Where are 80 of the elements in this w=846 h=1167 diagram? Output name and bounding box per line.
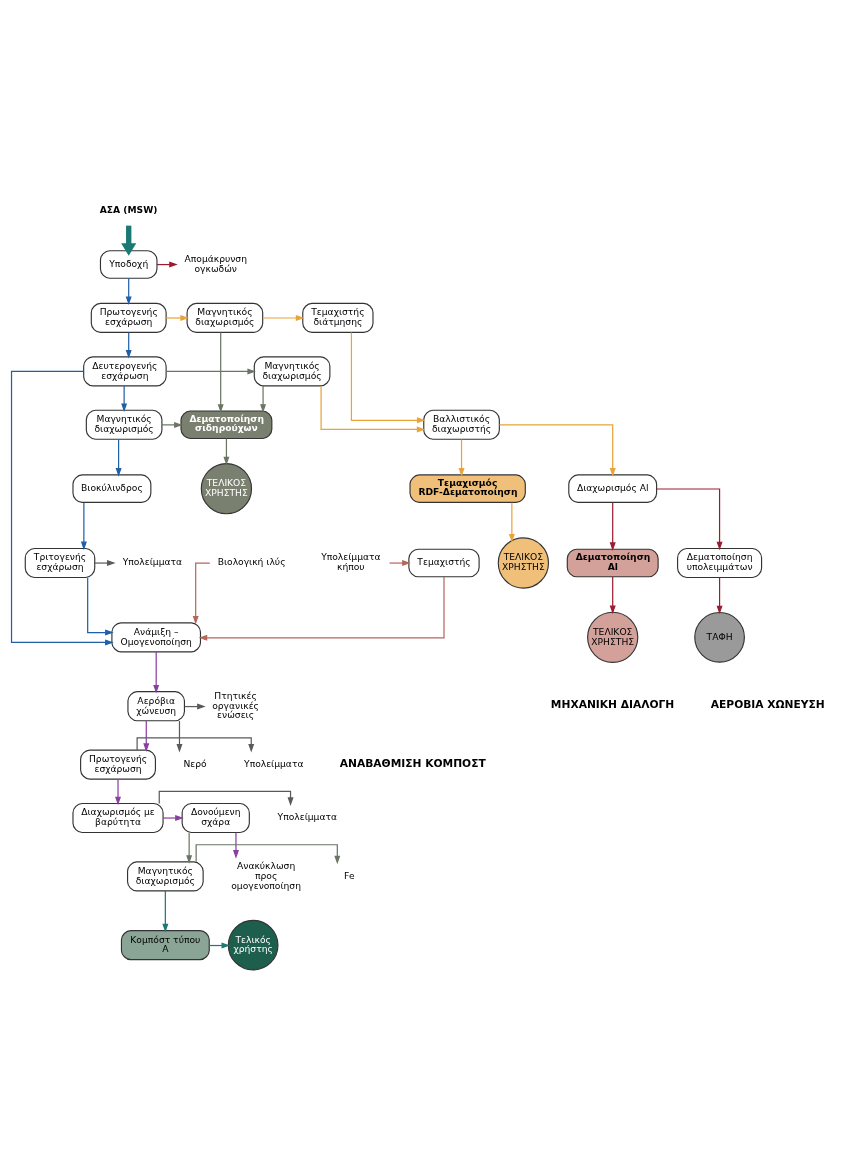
node-box: Υποδοχή: [99, 249, 158, 279]
node-box: Δεματοποίηση Al: [566, 548, 659, 577]
node-box: Μαγνητικός διαχωρισμός: [253, 355, 331, 386]
node-box: Δευτερογενής εσχάρωση: [83, 355, 167, 386]
label: ΑΕΡΟΒΙΑ ΧΩΝΕΥΣΗ: [710, 697, 825, 711]
node-box: Τεμαχιστής: [408, 548, 480, 577]
arrow: [350, 331, 426, 423]
node-box: Δεματοποίηση σιδηρούχων: [180, 409, 273, 439]
node-text: Υπολείμματα: [244, 757, 304, 769]
arrow: [153, 650, 160, 693]
arrow: [158, 790, 294, 806]
node-box: Τεμαχιστής διάτμησης: [302, 302, 374, 333]
node-text: Απομάκρυνση ογκωδών: [184, 252, 247, 274]
arrow: [388, 559, 411, 566]
arrow: [198, 576, 445, 641]
node-box: Αερόβια χώνευση: [127, 690, 185, 721]
node-text: Υπολείμματα: [122, 555, 183, 567]
arrow: [125, 331, 132, 359]
node-text: Υπολείμματα κήπου: [321, 550, 381, 572]
node-circle: ΤΕΛΙΚΟΣ ΧΡΗΣΤΗΣ: [497, 536, 550, 589]
node-box: Μαγνητικός διαχωρισμός: [127, 860, 204, 891]
arrow: [262, 314, 305, 321]
node-text: Πτητικές οργανικές ενώσεις: [212, 689, 259, 720]
arrow: [143, 719, 150, 752]
arrow: [162, 814, 184, 821]
arrow: [87, 576, 114, 635]
arrow: [656, 487, 723, 550]
node-box: Μαγνητικός διαχωρισμός: [85, 409, 163, 440]
label: ΑΝΑΒΑΘΜΙΣΗ ΚΟΜΠΟΣΤ: [339, 756, 486, 770]
arrow: [161, 421, 183, 428]
node-box: Μαγνητικός διαχωρισμός: [186, 302, 264, 333]
node-box: Βιοκύλινδρος: [72, 473, 152, 503]
label: ΜΗΧΑΝΙΚΗ ΔΙΑΛΟΓΗ: [550, 697, 675, 711]
arrow: [609, 575, 616, 614]
node-box: Τριτογενής εσχάρωση: [24, 547, 96, 578]
arrow: [232, 831, 239, 859]
node-circle: ΤΕΛΙΚΟΣ ΧΡΗΣΤΗΣ: [200, 462, 253, 514]
arrow: [176, 719, 183, 752]
arrow: [609, 501, 616, 551]
arrow: [162, 889, 169, 932]
node-circle: ΤΕΛΙΚΟΣ ΧΡΗΣΤΗΣ: [587, 611, 639, 663]
arrow: [165, 314, 189, 321]
arrow: [115, 778, 121, 805]
node-box: Διαχωρισμός Al: [568, 473, 658, 503]
arrow: [115, 438, 122, 477]
node-box: Ανάμιξη – Ομογενοποίηση: [111, 621, 202, 652]
arrow: [165, 367, 256, 374]
arrow: [320, 384, 426, 432]
arrow: [94, 559, 116, 566]
node-circle: Τελικός χρήστης: [227, 919, 279, 971]
node-box: Βαλλιστικός διαχωριστής: [423, 409, 500, 440]
node-box: Πρωτογενής εσχάρωση: [80, 749, 156, 780]
arrow: [223, 437, 230, 465]
node-box: Πρωτογενής εσχάρωση: [90, 302, 167, 333]
arrow: [186, 831, 193, 864]
arrow: [125, 277, 132, 305]
arrow: [458, 438, 465, 477]
node-box: Δεματοποίηση υπολειμμάτων: [677, 547, 763, 578]
node-text: Βιολογική ιλύς: [217, 555, 286, 567]
node-text: Υπολείμματα: [277, 810, 338, 822]
arrow: [217, 331, 224, 413]
arrow: [508, 501, 515, 542]
arrow: [121, 225, 137, 256]
arrow: [716, 576, 723, 614]
arrow: [498, 423, 616, 477]
node-text: Fe: [344, 869, 355, 881]
node-text: Νερό: [183, 757, 207, 769]
arrow: [80, 501, 87, 550]
node-box: Τεμαχισμός RDF-Δεματοποίηση: [409, 473, 526, 503]
node-text: ΑΣΑ (MSW): [99, 203, 158, 215]
arrow: [10, 370, 114, 645]
node-box: Διαχωρισμός με βαρύτητα: [72, 802, 164, 833]
arrow: [136, 736, 255, 752]
node-circle: ΤΑΦΗ: [694, 611, 745, 663]
node-box: Δονούμενη σχάρα: [181, 802, 250, 833]
node-box: Κομπόστ τύπου Α: [120, 929, 210, 960]
node-text: Ανακύκλωση προς ομογενοποίηση: [231, 859, 301, 891]
arrow: [260, 384, 267, 413]
arrow: [121, 384, 128, 412]
arrow: [195, 843, 341, 864]
